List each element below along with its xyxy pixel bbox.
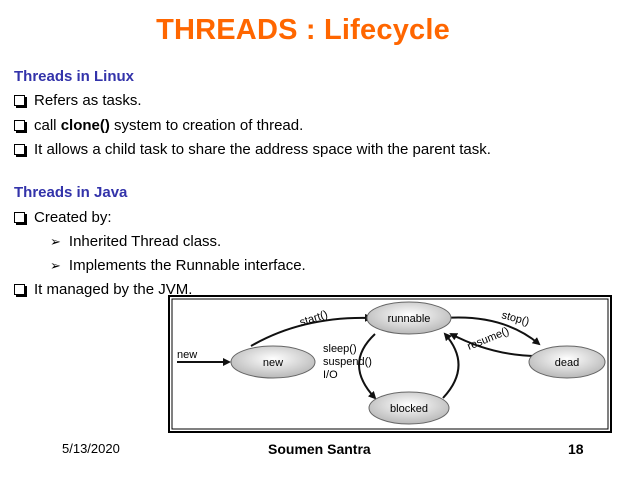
state-blocked-label: blocked	[390, 403, 428, 415]
checkbox-bullet-icon	[14, 144, 25, 155]
thread-lifecycle-diagram: new start() stop() resume() sleep() susp…	[168, 295, 612, 433]
block-arrow	[358, 333, 377, 400]
footer-page-number: 18	[568, 441, 584, 457]
java-sub-item-runnable-text: Implements the Runnable interface.	[68, 257, 306, 274]
sleep-label: sleep()	[323, 343, 357, 355]
java-item-jvm-text: It managed by the JVM.	[34, 281, 193, 298]
linux-heading: Threads in Linux	[14, 68, 135, 85]
state-runnable-label: runnable	[388, 313, 431, 325]
linux-item-share: It allows a child task to share the addr…	[14, 141, 491, 158]
linux-item-tasks-text: Refers as tasks.	[34, 92, 142, 109]
java-sub-item-thread: ➢ Inherited Thread class.	[50, 233, 221, 250]
io-label: I/O	[323, 369, 338, 381]
linux-item-clone: call clone() system to creation of threa…	[14, 117, 303, 134]
slide-title: THREADS : Lifecycle	[156, 14, 450, 46]
state-new	[230, 345, 316, 379]
new-entry-label: new	[177, 349, 197, 361]
suspend-label: suspend()	[323, 356, 372, 368]
arrow-bullet-icon: ➢	[50, 234, 61, 249]
footer-author: Soumen Santra	[268, 441, 371, 457]
state-dead	[528, 345, 606, 379]
state-dead-label: dead	[555, 357, 579, 369]
arrow-bullet-icon: ➢	[50, 258, 61, 273]
linux-item-tasks: Refers as tasks.	[14, 92, 142, 109]
unblock-arrow	[442, 332, 460, 399]
state-runnable	[366, 301, 452, 335]
checkbox-bullet-icon	[14, 212, 25, 223]
java-heading: Threads in Java	[14, 184, 128, 201]
linux-item-share-text: It allows a child task to share the addr…	[34, 141, 491, 158]
java-item-created-text: Created by:	[34, 209, 112, 226]
state-new-label: new	[263, 357, 283, 369]
java-sub-item-thread-text: Inherited Thread class.	[68, 233, 222, 250]
checkbox-bullet-icon	[14, 120, 25, 131]
java-sub-item-runnable: ➢ Implements the Runnable interface.	[50, 257, 306, 274]
java-item-created: Created by:	[14, 209, 112, 226]
clone-keyword: clone()	[60, 117, 110, 134]
footer-date: 5/13/2020	[62, 441, 120, 456]
linux-item-clone-pre: call	[34, 117, 57, 134]
checkbox-bullet-icon	[14, 95, 25, 106]
stop-arrow	[444, 316, 541, 346]
resume-arrow	[449, 333, 539, 357]
diagram-frame-inner	[171, 298, 609, 430]
checkbox-bullet-icon	[14, 284, 25, 295]
linux-item-clone-post: system to creation of thread.	[114, 117, 304, 134]
java-item-jvm: It managed by the JVM.	[14, 281, 192, 298]
start-arrow	[250, 313, 373, 347]
state-blocked	[368, 391, 450, 425]
